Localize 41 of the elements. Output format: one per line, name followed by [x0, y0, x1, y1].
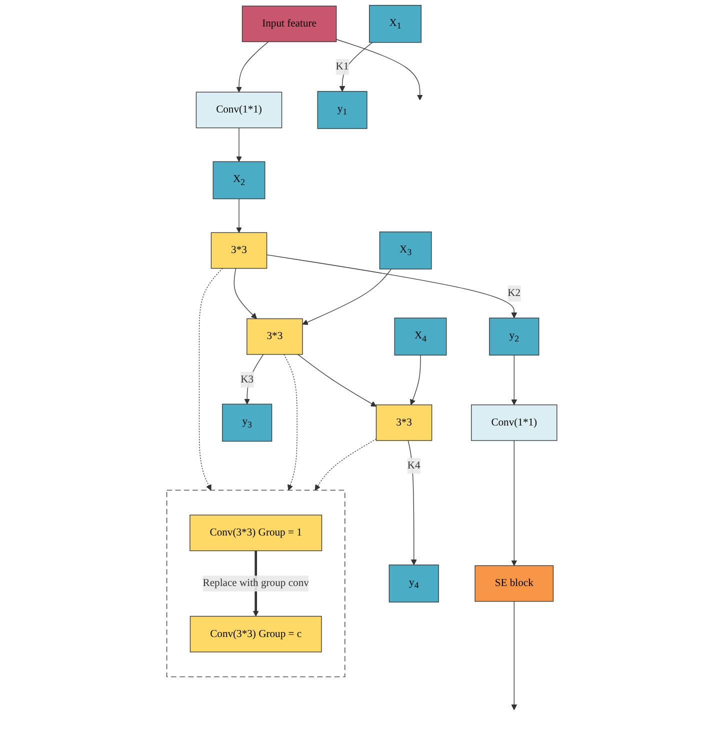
node-box: 3*3	[246, 318, 302, 355]
arrow	[266, 254, 517, 318]
arrow	[236, 128, 242, 162]
node-box: Conv(3*3) Group = 1	[189, 514, 322, 552]
arrow	[283, 354, 298, 490]
arrow	[302, 268, 392, 325]
edge-label: K1	[335, 60, 348, 72]
arrow	[336, 39, 422, 100]
node-box: X$_{4}$	[394, 318, 446, 356]
node-box: y$_{3}$	[222, 404, 272, 442]
arrow	[339, 42, 372, 92]
arrow	[297, 354, 376, 407]
edge-label: K3	[240, 374, 254, 385]
node-box: Conv(1*1)	[196, 92, 282, 128]
cluster	[166, 490, 345, 678]
arrow	[244, 354, 264, 404]
arrow	[314, 438, 376, 490]
node-box: X$_{3}$	[379, 232, 432, 270]
arrow	[510, 601, 517, 710]
node-box: y$_{4}$	[388, 564, 439, 602]
arrow	[510, 440, 517, 566]
arrow	[233, 268, 257, 319]
node-box: 3*3	[376, 404, 432, 441]
edge-label: Replace with group conv	[202, 578, 309, 589]
arrow	[198, 268, 222, 490]
node-box: Conv(1*1)	[470, 404, 557, 441]
node-box: SE block	[474, 565, 554, 602]
edge-label: K2	[507, 288, 520, 299]
edge-label: K4	[407, 460, 420, 472]
arrow	[510, 354, 517, 406]
arrow	[410, 354, 420, 406]
node-box: Conv(3*3) Group = c	[190, 616, 322, 652]
node-box: y$_{2}$	[488, 318, 539, 356]
node-box: 3*3	[210, 232, 267, 269]
node-box: y$_{1}$	[316, 91, 367, 129]
arrow	[407, 440, 416, 566]
arrow	[236, 198, 242, 233]
arrow	[236, 41, 268, 92]
node-box: X$_{1}$	[368, 4, 422, 43]
node-box: Input feature	[242, 6, 336, 42]
node-box: X$_{2}$	[212, 161, 265, 200]
